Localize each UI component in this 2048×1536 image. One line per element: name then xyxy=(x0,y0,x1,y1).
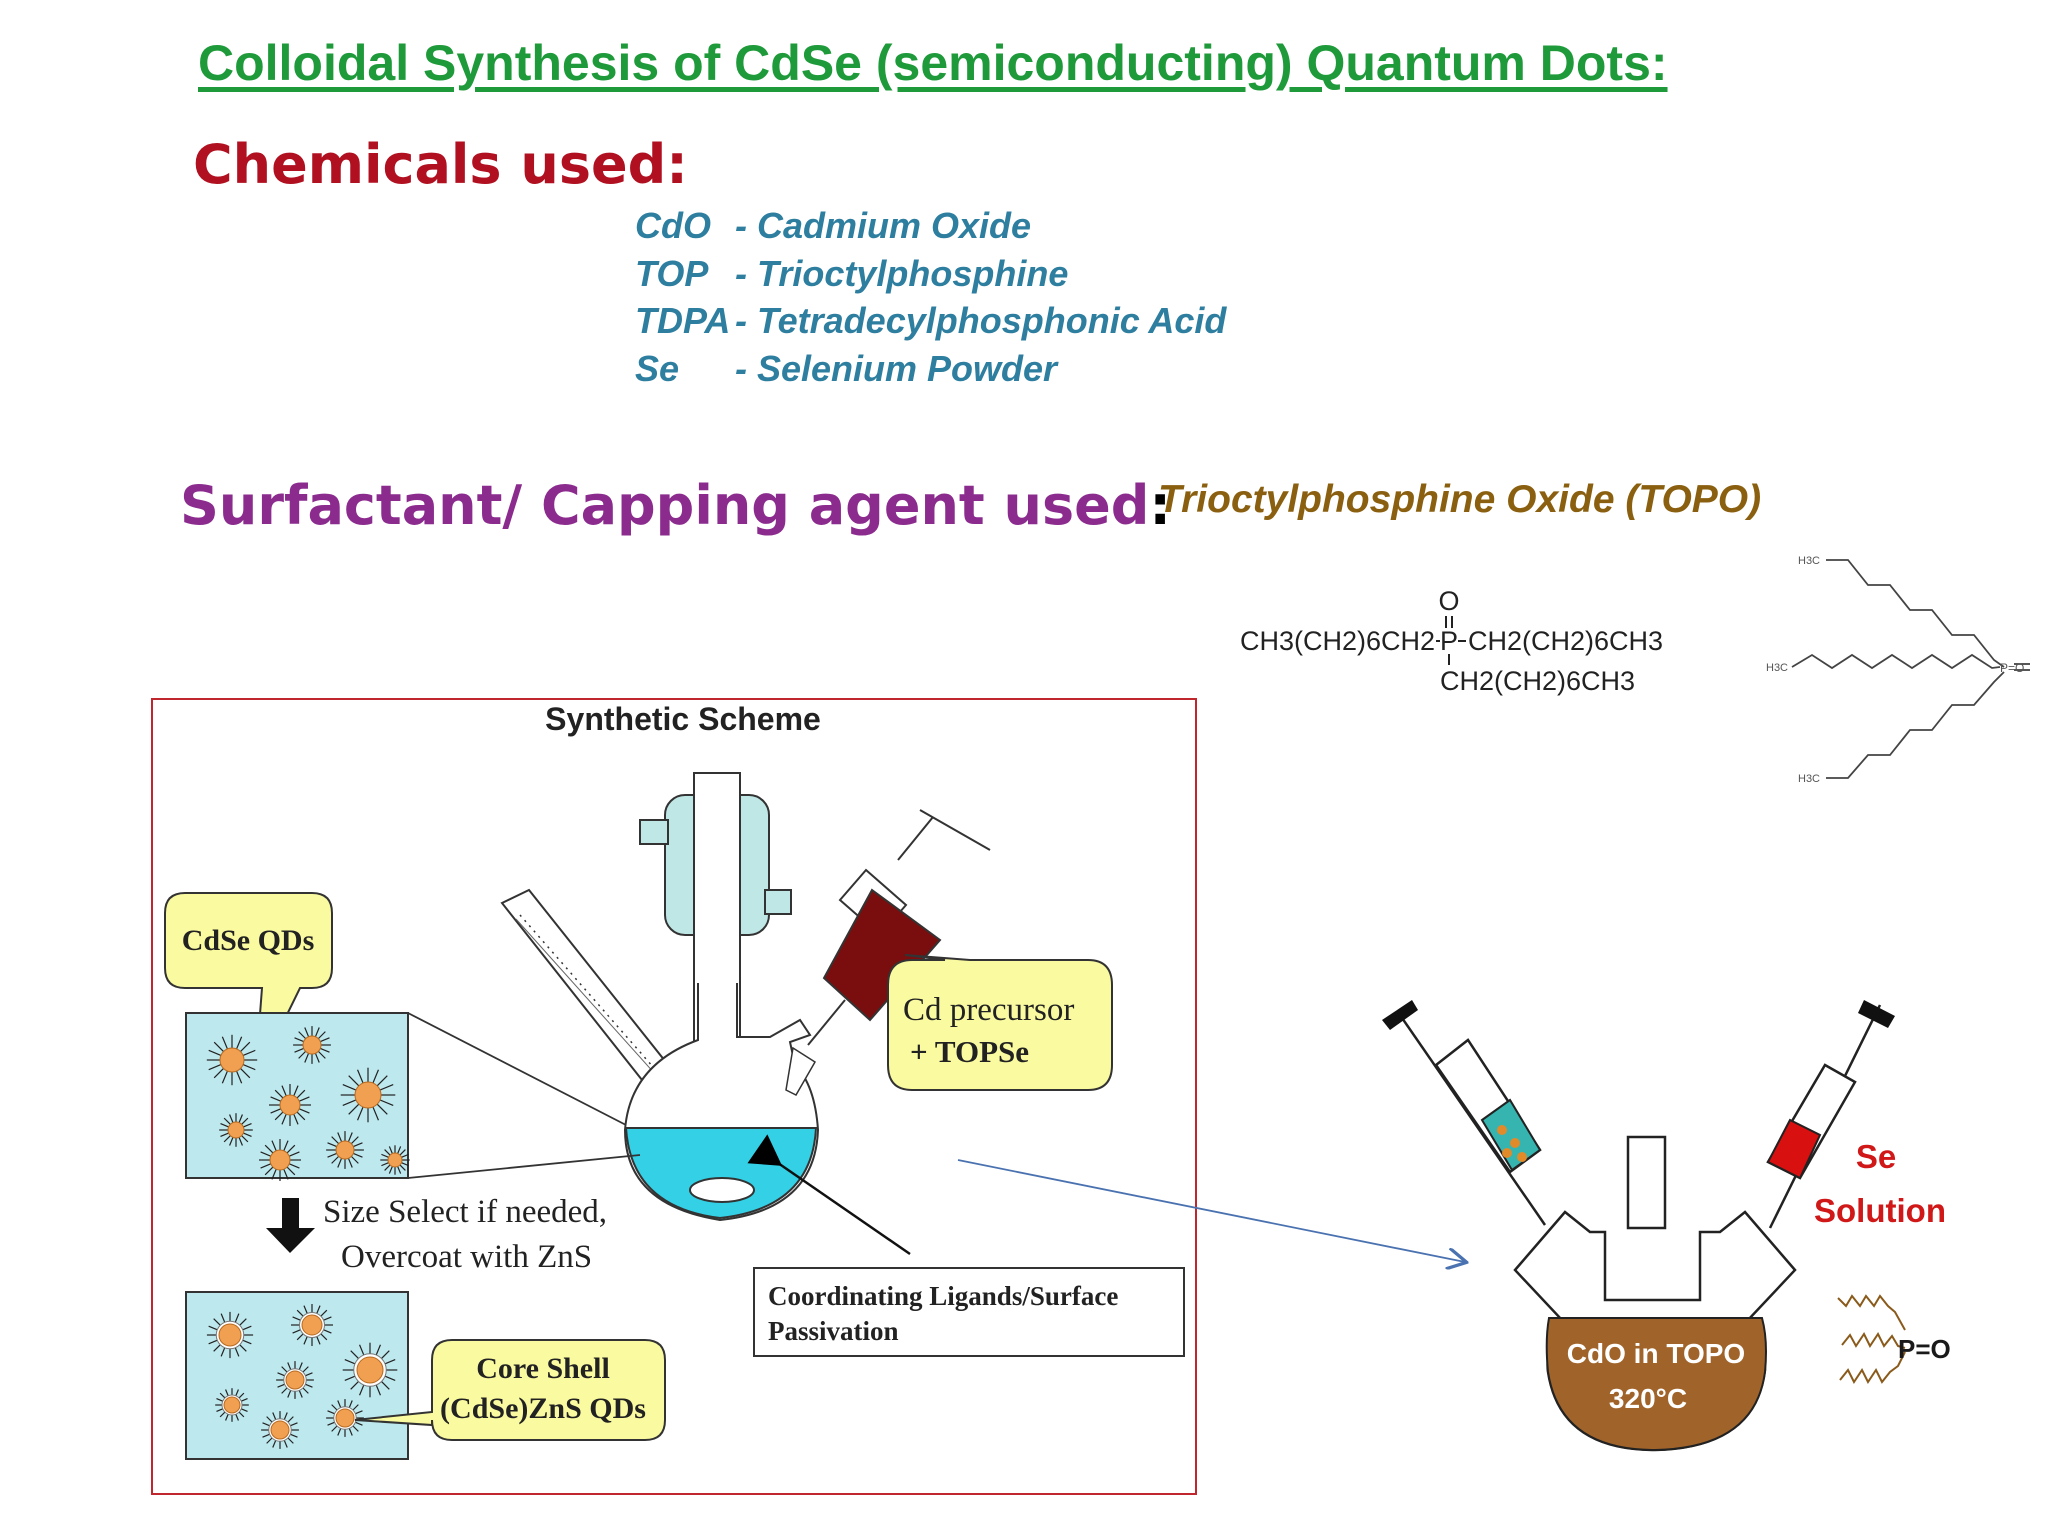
methyl-label: H3C xyxy=(1798,555,1820,567)
left-syringe xyxy=(1382,1000,1547,1226)
ligands-arrow xyxy=(747,1134,911,1256)
chemical-item-top: TOP - Trioctylphosphine xyxy=(635,253,1068,295)
chemical-item-tdpa: TDPA- Tetradecylphosphonic Acid xyxy=(635,300,1226,342)
core-shell-line1: Core Shell xyxy=(476,1352,610,1385)
chemical-name: - Tetradecylphosphonic Acid xyxy=(735,300,1227,341)
size-select-line1: Size Select if needed, xyxy=(323,1194,607,1230)
quantum-dot xyxy=(293,1026,331,1064)
page-title: Colloidal Synthesis of CdSe (semiconduct… xyxy=(198,35,1668,91)
quantum-dot xyxy=(219,1113,253,1147)
scheme-title: Synthetic Scheme xyxy=(545,701,821,737)
methyl-label: H3C xyxy=(1766,662,1788,674)
chemical-abbr: Se xyxy=(635,348,680,389)
chemicals-heading: Chemicals used: xyxy=(193,133,688,196)
ligands-label-line2: Passivation xyxy=(768,1316,899,1346)
quantum-dots-lower xyxy=(206,1304,398,1449)
chemical-abbr: TDPA xyxy=(635,300,731,341)
reaction-flask xyxy=(1513,1135,1797,1452)
size-select-line2: Overcoat with ZnS xyxy=(341,1239,592,1275)
quantum-dot xyxy=(261,1411,299,1449)
precursor-label-line1: Cd precursor xyxy=(903,992,1074,1028)
chemical-item-cdo: CdO - Cadmium Oxide xyxy=(635,205,1031,247)
formula-bottom-chain: CH2(CH2)6CH3 xyxy=(1440,666,1635,696)
chemical-abbr: CdO xyxy=(635,205,711,246)
ligands-label-line1: Coordinating Ligands/Surface xyxy=(768,1281,1118,1311)
precursor-syringe xyxy=(785,809,991,1096)
formula-phosphorus: P xyxy=(1440,626,1458,656)
chemical-item-se: Se - Selenium Powder xyxy=(635,348,1057,390)
stir-bar xyxy=(689,1177,755,1203)
topo-glyph-label: P=O xyxy=(1898,1334,1951,1364)
chemical-name: - Selenium Powder xyxy=(735,348,1058,389)
chemical-name: - Cadmium Oxide xyxy=(735,205,1032,246)
chemical-name: - Trioctylphosphine xyxy=(735,253,1069,294)
topo-skeletal-structure xyxy=(1791,559,2030,779)
topo-molecule-glyph xyxy=(1837,1294,1906,1384)
quantum-dot xyxy=(291,1304,333,1346)
quantum-dot xyxy=(269,1084,311,1126)
flask-contents xyxy=(1545,1317,1767,1452)
quantum-dot xyxy=(206,1311,254,1359)
methyl-label: H3C xyxy=(1798,773,1820,785)
chemical-abbr: TOP xyxy=(635,253,709,294)
formula-left-chain: CH3(CH2)6CH2 xyxy=(1240,626,1435,656)
se-label-line1: Se xyxy=(1856,1138,1896,1175)
ligands-box xyxy=(753,1267,1185,1357)
formula-right-chain: CH2(CH2)6CH3 xyxy=(1468,626,1663,656)
quantum-dot xyxy=(206,1034,258,1086)
quantum-dot xyxy=(340,1067,396,1123)
se-syringe xyxy=(1766,1000,1895,1229)
quantum-dot xyxy=(215,1388,249,1422)
precursor-callout xyxy=(887,954,1113,1091)
quantum-dot xyxy=(380,1145,410,1175)
flask-contents-line1: CdO in TOPO xyxy=(1567,1338,1745,1369)
connector-arrow xyxy=(957,1159,1465,1262)
surfactant-heading-text: Surfactant/ Capping agent used xyxy=(180,474,1150,537)
quantum-dot xyxy=(259,1139,301,1181)
topo-condensed-formula: O CH3(CH2)6CH2 P CH2(CH2)6CH3 CH2(CH2)6C… xyxy=(1240,586,1663,696)
precursor-label-line2: + TOPSe xyxy=(910,1034,1029,1069)
flask-contents-line2: 320°C xyxy=(1609,1383,1687,1414)
quantum-dot xyxy=(276,1361,314,1399)
quantum-dot xyxy=(326,1399,364,1437)
formula-oxygen: O xyxy=(1438,586,1459,616)
quantum-dots-upper xyxy=(206,1026,410,1181)
cdse-label: CdSe QDs xyxy=(182,924,315,957)
topo-name: Trioctylphosphine Oxide (TOPO) xyxy=(1158,478,1762,521)
quantum-dot xyxy=(342,1342,398,1398)
se-label-line2: Solution xyxy=(1814,1192,1946,1229)
surfactant-heading: Surfactant/ Capping agent used: xyxy=(180,474,1171,537)
skeletal-group-label: P=O xyxy=(2000,661,2024,675)
surfactant-heading-colon: : xyxy=(1149,474,1171,537)
core-shell-callout xyxy=(354,1339,666,1441)
down-arrow xyxy=(266,1198,315,1253)
core-shell-line2: (CdSe)ZnS QDs xyxy=(440,1392,646,1425)
quantum-dot xyxy=(326,1131,364,1169)
